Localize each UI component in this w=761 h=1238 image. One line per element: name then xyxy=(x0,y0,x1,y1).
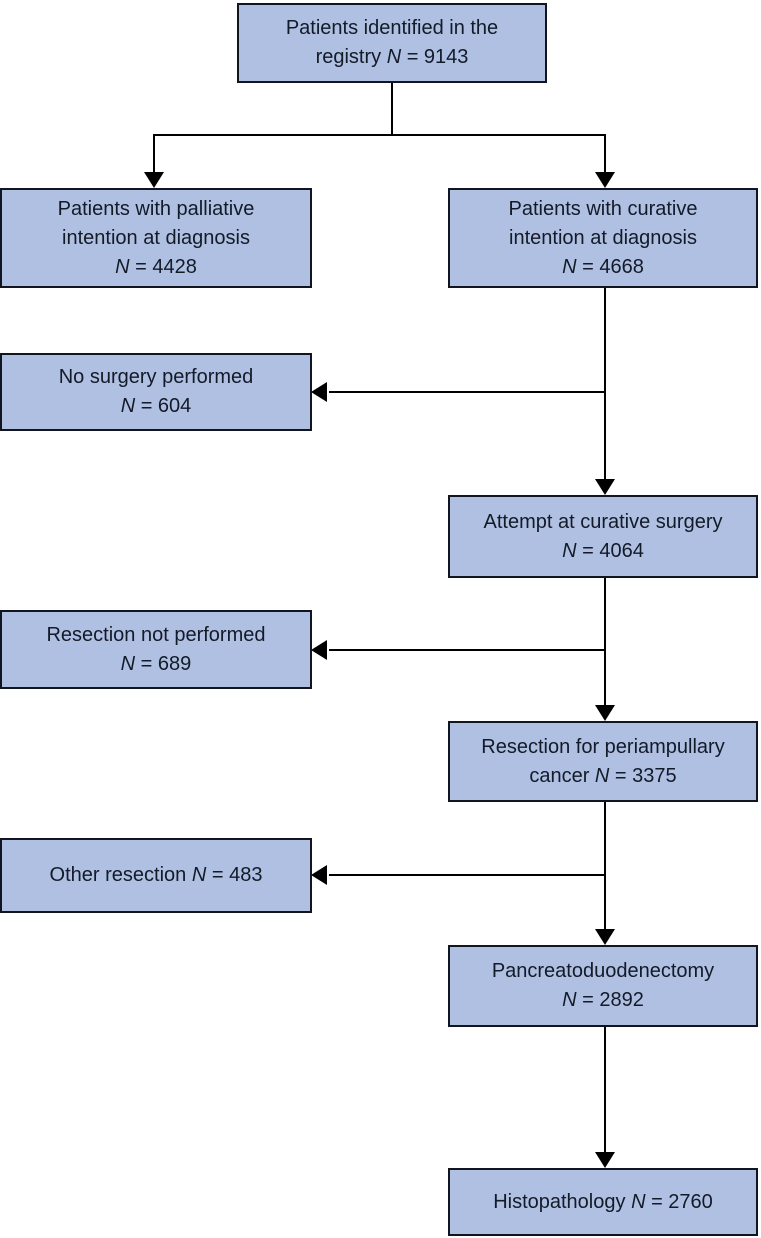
flow-node-resection-not-performed: Resection not performed N = 689 xyxy=(0,610,312,689)
flow-node-no-surgery: No surgery performed N = 604 xyxy=(0,353,312,431)
n-value: = 9143 xyxy=(401,46,469,68)
node-label: Histopathology N = 2760 xyxy=(493,1188,713,1217)
node-text: Pancreatoduodenectomy xyxy=(491,960,715,982)
arrowhead-into-resection xyxy=(595,705,615,721)
node-label: Other resection N = 483 xyxy=(50,861,263,890)
n-value: = 4428 xyxy=(129,255,197,278)
n-value: = 604 xyxy=(135,395,192,417)
node-text: Patients with palliative intention at di… xyxy=(57,197,255,249)
arrowhead-into-attempt xyxy=(595,479,615,495)
flow-node-pancreatoduodenectomy: Pancreatoduodenectomy N = 2892 xyxy=(448,945,758,1027)
node-label: Patients with palliative intention at di… xyxy=(58,195,255,282)
node-text: Patients with curative intention at diag… xyxy=(508,197,698,249)
node-text: Patients identified in the registry xyxy=(285,17,499,68)
n-variable: N xyxy=(631,1190,646,1213)
arrowhead-into-resection-not xyxy=(311,640,327,660)
n-value: = 2892 xyxy=(576,989,644,1011)
flow-node-other-resection: Other resection N = 483 xyxy=(0,838,312,913)
node-label: No surgery performed N = 604 xyxy=(59,363,254,421)
n-variable: N xyxy=(562,255,577,278)
flow-node-registry: Patients identified in the registry N = … xyxy=(237,3,547,83)
arrowhead-into-no-surgery xyxy=(311,382,327,402)
n-value: = 689 xyxy=(135,652,192,675)
node-text: Resection for periampullary cancer xyxy=(481,735,725,787)
n-value: = 4064 xyxy=(576,539,644,562)
node-text: Resection not performed xyxy=(46,623,266,646)
n-value: = 3375 xyxy=(609,764,677,787)
arrowhead-into-other-resection xyxy=(311,865,327,885)
node-label: Patients identified in the registry N = … xyxy=(286,14,498,72)
node-label: Pancreatoduodenectomy N = 2892 xyxy=(492,957,714,1015)
arrowhead-into-pancreato xyxy=(595,929,615,945)
node-text: Other resection xyxy=(49,864,192,886)
arrowhead-into-palliative xyxy=(144,172,164,188)
node-label: Patients with curative intention at diag… xyxy=(509,195,698,282)
node-text: No surgery performed xyxy=(58,366,254,388)
n-value: = 483 xyxy=(206,864,263,886)
node-text: Attempt at curative surgery xyxy=(483,510,723,533)
n-variable: N xyxy=(115,255,130,278)
node-label: Resection not performed N = 689 xyxy=(46,621,265,679)
node-label: Attempt at curative surgery N = 4064 xyxy=(484,508,723,566)
flow-node-curative-intention: Patients with curative intention at diag… xyxy=(448,188,758,288)
n-variable: N xyxy=(386,46,402,68)
flow-node-attempt-curative-surgery: Attempt at curative surgery N = 4064 xyxy=(448,495,758,578)
n-variable: N xyxy=(120,652,136,675)
n-variable: N xyxy=(120,395,136,417)
n-variable: N xyxy=(562,989,577,1011)
flow-node-palliative-intention: Patients with palliative intention at di… xyxy=(0,188,312,288)
arrowhead-into-curative xyxy=(595,172,615,188)
node-text: Histopathology xyxy=(493,1190,632,1213)
n-variable: N xyxy=(594,764,610,787)
n-value: = 4668 xyxy=(576,255,644,278)
n-value: = 2760 xyxy=(645,1190,713,1213)
flow-node-resection-periampullary: Resection for periampullary cancer N = 3… xyxy=(448,721,758,802)
n-variable: N xyxy=(562,539,577,562)
flow-node-histopathology: Histopathology N = 2760 xyxy=(448,1168,758,1236)
arrowhead-into-histopathology xyxy=(595,1152,615,1168)
node-label: Resection for periampullary cancer N = 3… xyxy=(481,733,724,791)
n-variable: N xyxy=(191,864,207,886)
